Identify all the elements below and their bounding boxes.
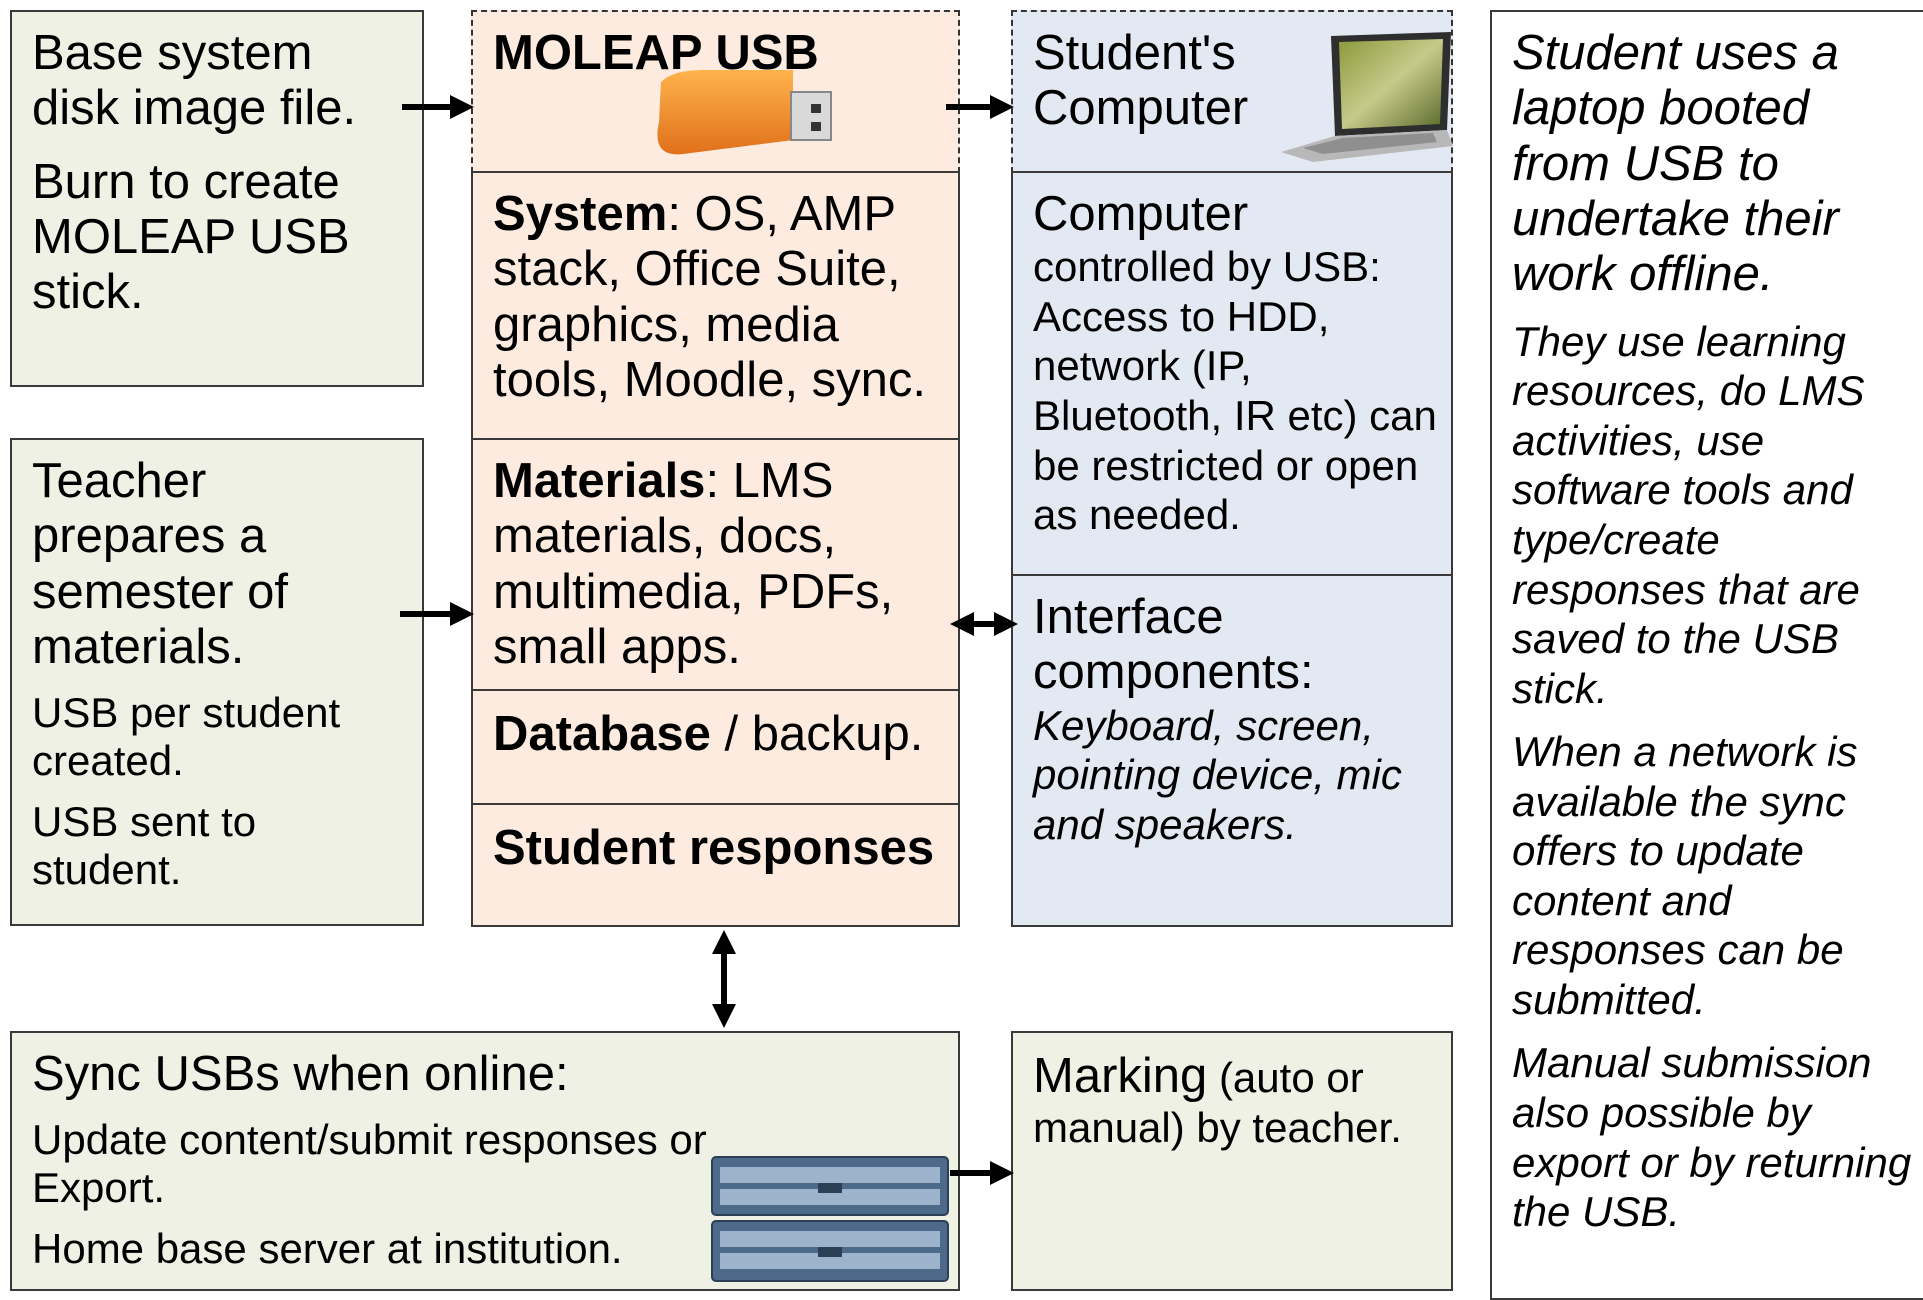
interface-head: Interface components: — [1033, 590, 1314, 700]
computer-control-text: controlled by USB: Access to HDD, networ… — [1033, 243, 1437, 539]
usb-materials-box: Materials: LMS materials, docs, multimed… — [471, 438, 960, 691]
note-sync: When a network is available the sync off… — [1512, 728, 1858, 1023]
notes-box: Student uses a laptop booted from USB to… — [1490, 10, 1923, 1300]
burn-usb-text: Burn to create MOLEAP USB stick. — [32, 154, 350, 320]
usb-per-student-text: USB per student created. — [32, 689, 341, 784]
usb-database-box: Database / backup. — [471, 689, 960, 805]
arrow-materials-interface — [950, 612, 1018, 636]
marking-text: (auto or manual) by teacher. — [1033, 1054, 1402, 1152]
computer-control-box: Computer controlled by USB: Access to HD… — [1011, 171, 1453, 576]
usb-title-box: MOLEAP USB — [471, 10, 960, 173]
arrow-server-to-marking — [950, 1161, 1014, 1185]
marking-head: Marking — [1033, 1049, 1208, 1103]
database-text: / backup. — [710, 707, 924, 761]
interface-text: Keyboard, screen, pointing device, mic a… — [1033, 701, 1402, 848]
system-text: : OS, AMP stack, Office Suite, graphics,… — [493, 187, 927, 408]
computer-control-head: Computer — [1033, 187, 1249, 241]
note-offline: Student uses a laptop booted from USB to… — [1512, 26, 1839, 302]
usb-sent-text: USB sent to student. — [32, 798, 257, 893]
usb-stick-icon — [657, 70, 832, 155]
note-activities: They use learning resources, do LMS acti… — [1512, 317, 1865, 712]
database-label: Database — [493, 707, 711, 761]
laptop-icon — [1281, 32, 1453, 162]
note-manual-submission: Manual submission also possible by expor… — [1512, 1039, 1912, 1236]
base-system-text: Base system disk image file. — [32, 26, 357, 136]
teacher-prepares-text: Teacher prepares a semester of materials… — [32, 454, 288, 675]
arrow-base-to-usb — [402, 95, 474, 119]
sync-title: Sync USBs when online: — [32, 1047, 569, 1101]
sync-server-text: Home base server at institution. — [32, 1225, 623, 1273]
materials-label: Materials — [493, 454, 706, 508]
arrow-usb-to-computer — [946, 95, 1014, 119]
usb-system-box: System: OS, AMP stack, Office Suite, gra… — [471, 171, 960, 440]
student-responses-label: Student responses — [493, 821, 935, 875]
base-system-box: Base system disk image file. Burn to cre… — [10, 10, 424, 387]
sync-update-text: Update content/submit responses or Expor… — [32, 1116, 707, 1211]
usb-responses-box: Student responses — [471, 803, 960, 927]
arrow-usb-sync — [712, 930, 736, 1028]
marking-box: Marking (auto or manual) by teacher. — [1011, 1031, 1453, 1291]
computer-title: Student's Computer — [1033, 26, 1249, 136]
interface-box: Interface components: Keyboard, screen, … — [1011, 574, 1453, 927]
server-rack-icon — [711, 1156, 949, 1282]
arrow-teacher-to-usb — [400, 602, 474, 626]
materials-text: : LMS materials, docs, multimedia, PDFs,… — [493, 454, 894, 675]
system-label: System — [493, 187, 668, 241]
teacher-box: Teacher prepares a semester of materials… — [10, 438, 424, 926]
computer-title-box: Student's Computer — [1011, 10, 1453, 173]
